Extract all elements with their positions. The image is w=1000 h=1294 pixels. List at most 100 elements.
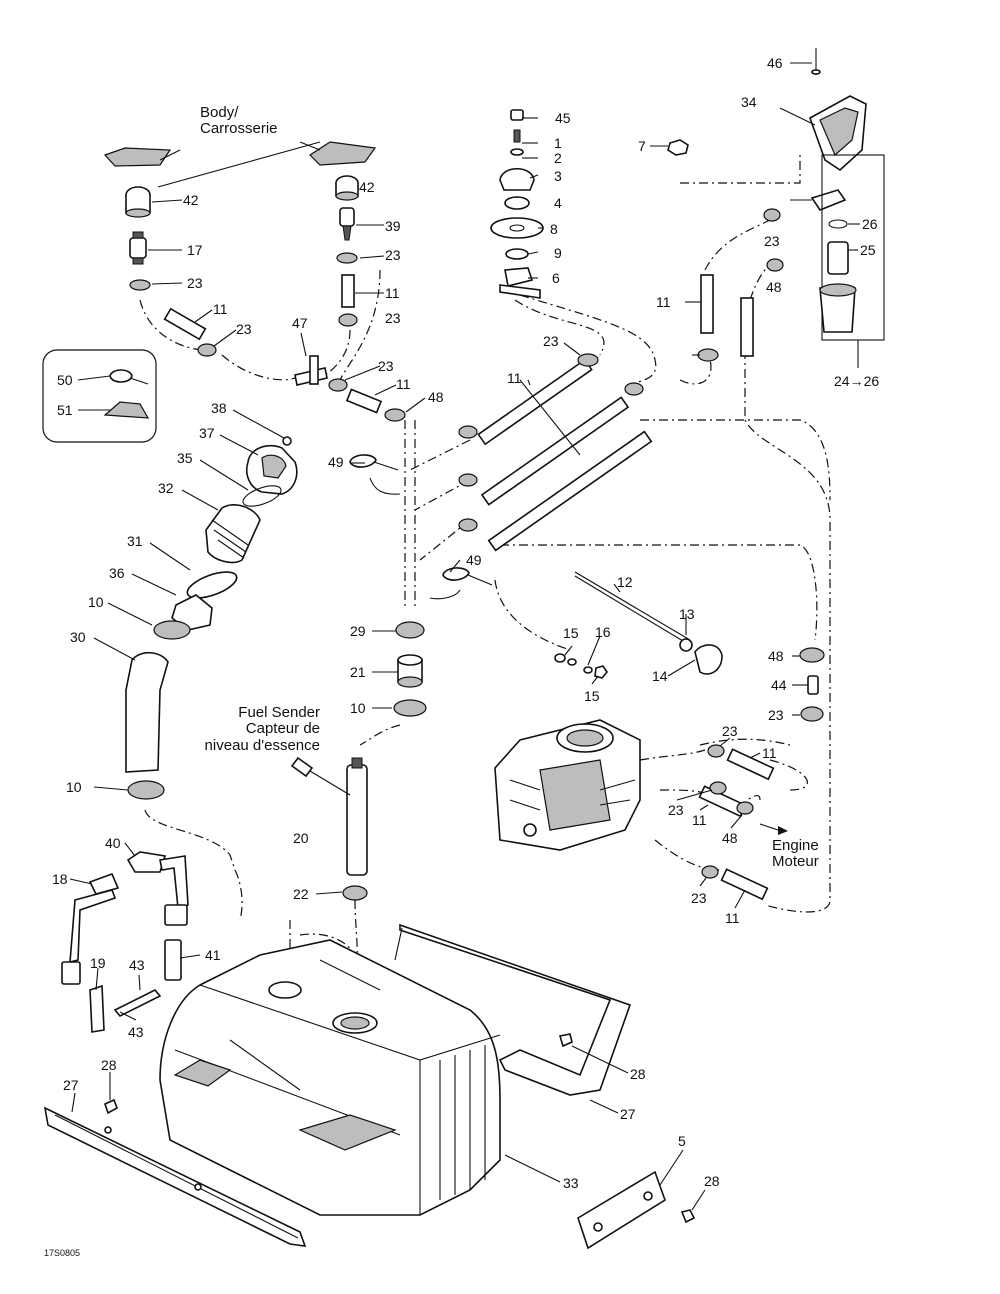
callout-51: 51 [57, 402, 73, 418]
callout-10-c: 10 [66, 779, 82, 795]
callout-12: 12 [617, 574, 633, 590]
note-sender-fr1: Capteur de [246, 720, 320, 737]
callout-28-tray: 28 [630, 1066, 646, 1082]
right-mount-assembly [309, 141, 377, 327]
callout-23-l1: 23 [187, 275, 203, 291]
center-fuel-pump-assembly [490, 109, 544, 299]
routing-lines [139, 155, 831, 991]
callout-40: 40 [105, 835, 121, 851]
callout-26: 26 [862, 216, 878, 232]
callout-48-tr: 48 [766, 279, 782, 295]
callout-15-b: 15 [584, 688, 600, 704]
callout-23-carb2: 23 [668, 802, 684, 818]
callout-47: 47 [292, 315, 308, 331]
callout-39: 39 [385, 218, 401, 234]
callout-46: 46 [767, 55, 783, 71]
inset-clips-box [42, 349, 157, 443]
callout-11-l: 11 [213, 301, 228, 317]
callout-numbers: 46 34 45 1 2 3 4 8 9 6 7 26 25 23 48 11 … [52, 55, 879, 1191]
callout-30: 30 [70, 629, 86, 645]
note-sender-en: Fuel Sender [238, 704, 320, 721]
callout-23-l2: 23 [236, 321, 252, 337]
callout-18: 18 [52, 871, 68, 887]
callout-42-l: 42 [183, 192, 199, 208]
callout-23-r2: 23 [385, 310, 401, 326]
callout-9: 9 [554, 245, 562, 261]
callout-48-c: 48 [428, 389, 444, 405]
callout-37: 37 [199, 425, 215, 441]
note-engine-fr: Moteur [772, 853, 819, 870]
callout-22: 22 [293, 886, 309, 902]
callout-23-r1: 23 [385, 247, 401, 263]
callout-49-b: 49 [466, 552, 482, 568]
drawing-code: 17S0805 [44, 1248, 80, 1258]
diagram-notes: Body/ Carrosserie Fuel Sender Capteur de… [44, 104, 819, 1258]
carburetor [494, 719, 788, 901]
callout-43-b: 43 [128, 1024, 144, 1040]
callout-48-r: 48 [768, 648, 784, 664]
left-mount-assembly [103, 147, 217, 357]
callout-11-mid: 11 [507, 370, 522, 386]
callout-48-carb: 48 [722, 830, 738, 846]
fuel-tank [159, 939, 501, 1216]
callout-13: 13 [679, 606, 695, 622]
callout-35: 35 [177, 450, 193, 466]
center-hoses [384, 353, 653, 552]
callout-6: 6 [552, 270, 560, 286]
callout-38: 38 [211, 400, 227, 416]
callout-45: 45 [555, 110, 571, 126]
note-engine-en: Engine [772, 837, 819, 854]
fuel-sender-assembly [290, 621, 427, 901]
right-fittings [799, 647, 825, 722]
callout-23-carb3: 23 [691, 890, 707, 906]
callout-34: 34 [741, 94, 757, 110]
leader-lines [69, 62, 860, 1211]
filler-neck-assembly [125, 436, 298, 800]
callout-5: 5 [678, 1133, 686, 1149]
callout-31: 31 [127, 533, 143, 549]
callout-41: 41 [205, 947, 221, 963]
callout-27-r: 27 [620, 1106, 636, 1122]
callout-23-carb1: 23 [722, 723, 738, 739]
straps-assembly [61, 851, 189, 1033]
callout-43-a: 43 [129, 957, 145, 973]
callout-11-tr: 11 [656, 294, 671, 310]
bracket-34-assembly [790, 48, 885, 341]
callout-11-carb2: 11 [692, 812, 707, 828]
callout-23-c: 23 [378, 358, 394, 374]
callout-11-carb1: 11 [762, 745, 777, 761]
gauge-assembly [554, 571, 723, 679]
callout-14: 14 [652, 668, 668, 684]
callout-10-a: 10 [88, 594, 104, 610]
callout-42-r: 42 [359, 179, 375, 195]
callout-32: 32 [158, 480, 174, 496]
note-sender-fr2: niveau d'essence [205, 737, 320, 754]
support-tray-right [394, 923, 632, 1096]
callout-23-tr: 23 [764, 233, 780, 249]
callout-1: 1 [554, 135, 562, 151]
callout-28-l: 28 [101, 1057, 117, 1073]
callout-11-carb3: 11 [725, 910, 740, 926]
callout-15-a: 15 [563, 625, 579, 641]
note-body-fr: Carrosserie [200, 120, 278, 137]
callout-2: 2 [554, 150, 562, 166]
callout-49-a: 49 [328, 454, 344, 470]
note-body-en: Body/ [200, 104, 239, 121]
callout-29: 29 [350, 623, 366, 639]
callout-44: 44 [771, 677, 787, 693]
callout-17: 17 [187, 242, 203, 258]
callout-23-r3: 23 [768, 707, 784, 723]
callout-33: 33 [563, 1175, 579, 1191]
callout-3: 3 [554, 168, 562, 184]
callout-7: 7 [638, 138, 646, 154]
callout-25: 25 [860, 242, 876, 258]
callout-11-r: 11 [385, 285, 400, 301]
callout-8: 8 [550, 221, 558, 237]
callout-27-l: 27 [63, 1077, 79, 1093]
plate-5 [577, 1170, 696, 1250]
callout-4: 4 [554, 195, 562, 211]
support-tray-left [43, 1098, 307, 1247]
callout-16: 16 [595, 624, 611, 640]
callout-36: 36 [109, 565, 125, 581]
